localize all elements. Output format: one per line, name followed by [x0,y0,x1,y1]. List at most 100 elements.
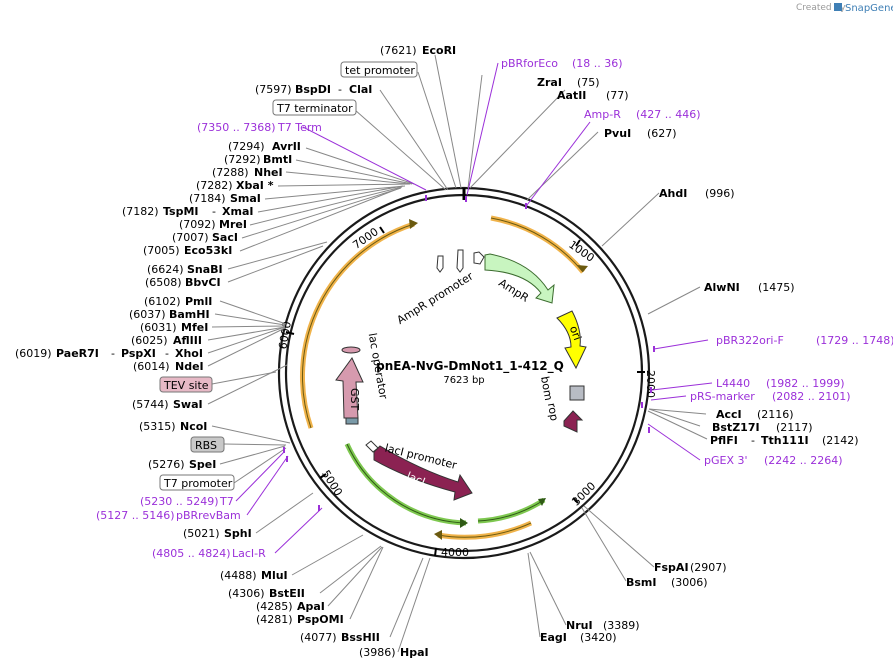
label-pos-bstz17i: (2117) [776,421,813,434]
label-pos-paer7i: (6019) [15,347,52,360]
label-pos-t7-term: (7350 .. 7368) [197,121,276,134]
label-pos-pmli: (6102) [144,295,181,308]
label-pos-zrai: (75) [577,76,600,89]
label-bamhi[interactable]: BamHI [169,308,210,321]
label-alwni[interactable]: AlwNI [704,281,740,294]
label-nrui[interactable]: NruI [566,619,593,632]
label-laci-r[interactable]: LacI-R [232,547,266,560]
label-pspxi[interactable]: PspXI [121,347,156,360]
label-zrai[interactable]: ZraI [537,76,562,89]
label-pos-t7: (5230 .. 5249) [140,495,219,508]
label-clai[interactable]: ClaI [349,83,372,96]
label-pos-bsteii: (4306) [228,587,265,600]
label-nhei[interactable]: NheI [254,166,283,179]
label-aatii[interactable]: AatII [557,89,586,102]
label-eco53ki[interactable]: Eco53kI [184,244,232,257]
label-prs-marker[interactable]: pRS-marker [690,390,755,403]
label-pflfi[interactable]: PflFI [710,434,738,447]
label-ecori[interactable]: EcoRI [422,44,456,57]
label-sphi[interactable]: SphI [224,527,252,540]
label-tet-promoter: tet promoter [345,64,415,77]
label-swai[interactable]: SwaI [173,398,203,411]
laci-feature[interactable] [373,445,473,501]
label-bsshii[interactable]: BssHII [341,631,380,644]
label-l4440[interactable]: L4440 [716,377,750,390]
label-dash-4: - [165,347,169,360]
label-spei[interactable]: SpeI [189,458,216,471]
leader-lines [207,54,708,653]
label-dash-3: - [111,347,115,360]
t7-promoter-box[interactable] [159,474,235,491]
label-pos-alwni: (1475) [758,281,795,294]
label-pbr322ori-f[interactable]: pBR322ori-F [716,334,784,347]
label-smai[interactable]: SmaI [230,192,261,205]
rop-feature[interactable] [563,410,584,433]
tet-promoter-box[interactable] [340,61,418,78]
label-mfei[interactable]: MfeI [181,321,208,334]
label-bbvci[interactable]: BbvCI [185,276,221,289]
label-pos-bbvci: (6508) [145,276,182,289]
label-mlui[interactable]: MluI [261,569,288,582]
label-paer7i[interactable]: PaeR7I [56,347,99,360]
label-ahdi[interactable]: AhdI [659,187,687,200]
label-pgex3[interactable]: pGEX 3' [704,454,748,467]
label-ncoi[interactable]: NcoI [180,420,207,433]
label-bmti[interactable]: BmtI [263,153,292,166]
ori-label: ori [567,324,584,342]
promoter-glyph-1 [436,255,444,273]
label-t7-term[interactable]: T7 Term [277,121,322,134]
label-amp-r[interactable]: Amp-R [584,108,621,121]
amp-promoter-label: AmpR promoter [395,269,476,327]
rbs-box[interactable] [190,436,225,453]
bom-feature[interactable] [569,385,585,401]
tev-site-box[interactable] [159,376,213,393]
tick-label-2000: 2000 [644,370,657,398]
label-xbai[interactable]: XbaI * [236,179,274,192]
label-apai[interactable]: ApaI [297,600,325,613]
tick-label-4000: 4000 [441,546,469,559]
label-mrei[interactable]: MreI [219,218,247,231]
label-pos-swai: (5744) [132,398,169,411]
label-pos-bmti: (7292) [224,153,261,166]
label-afliii[interactable]: AflIII [173,334,202,347]
label-pvui[interactable]: PvuI [604,127,631,140]
label-bspdi[interactable]: BspDI [295,83,331,96]
label-pos-apai: (4285) [256,600,293,613]
label-acci[interactable]: AccI [716,408,742,421]
label-pos-bamhi: (6037) [129,308,166,321]
label-pos-sphi: (5021) [183,527,220,540]
label-xmai[interactable]: XmaI [222,205,253,218]
label-pmli[interactable]: PmlI [185,295,212,308]
label-saci[interactable]: SacI [212,231,238,244]
label-pos-aatii: (77) [606,89,629,102]
label-pos-xbai: (7282) [196,179,233,192]
gst-feature[interactable] [335,357,364,419]
label-pos-ahdi: (996) [705,187,735,200]
t7-terminator-box[interactable] [272,99,357,116]
tick-marks [285,226,645,557]
label-bsteii[interactable]: BstEII [269,587,305,600]
label-avrii[interactable]: AvrII [272,140,301,153]
label-pbrrevbam[interactable]: pBRrevBam [176,509,241,522]
label-eagi[interactable]: EagI [540,631,567,644]
label-pos-snabi: (6624) [147,263,184,276]
label-hpai[interactable]: HpaI [400,646,429,659]
label-fspai[interactable]: FspAI [654,561,689,574]
ampr-promoter-feature[interactable] [473,251,485,265]
ori-feature[interactable] [556,310,587,370]
label-bsmi[interactable]: BsmI [626,576,657,589]
label-bstz17i[interactable]: BstZ17I [712,421,760,434]
label-xhoi[interactable]: XhoI [175,347,203,360]
label-t7[interactable]: T7 [219,495,234,508]
label-pspomi[interactable]: PspOMI [297,613,344,626]
label-snabi[interactable]: SnaBI [187,263,223,276]
label-pos-saci: (7007) [172,231,209,244]
label-pbrforeco[interactable]: pBRforEco [501,57,558,70]
label-pos-pbr322ori-f: (1729 .. 1748) [816,334,893,347]
ampr-feature[interactable] [484,253,555,304]
label-pos-pbrforeco: (18 .. 36) [572,57,623,70]
label-tth111i[interactable]: Tth111I [761,434,809,447]
label-ndei[interactable]: NdeI [175,360,204,373]
label-tspmi[interactable]: TspMI [163,205,199,218]
